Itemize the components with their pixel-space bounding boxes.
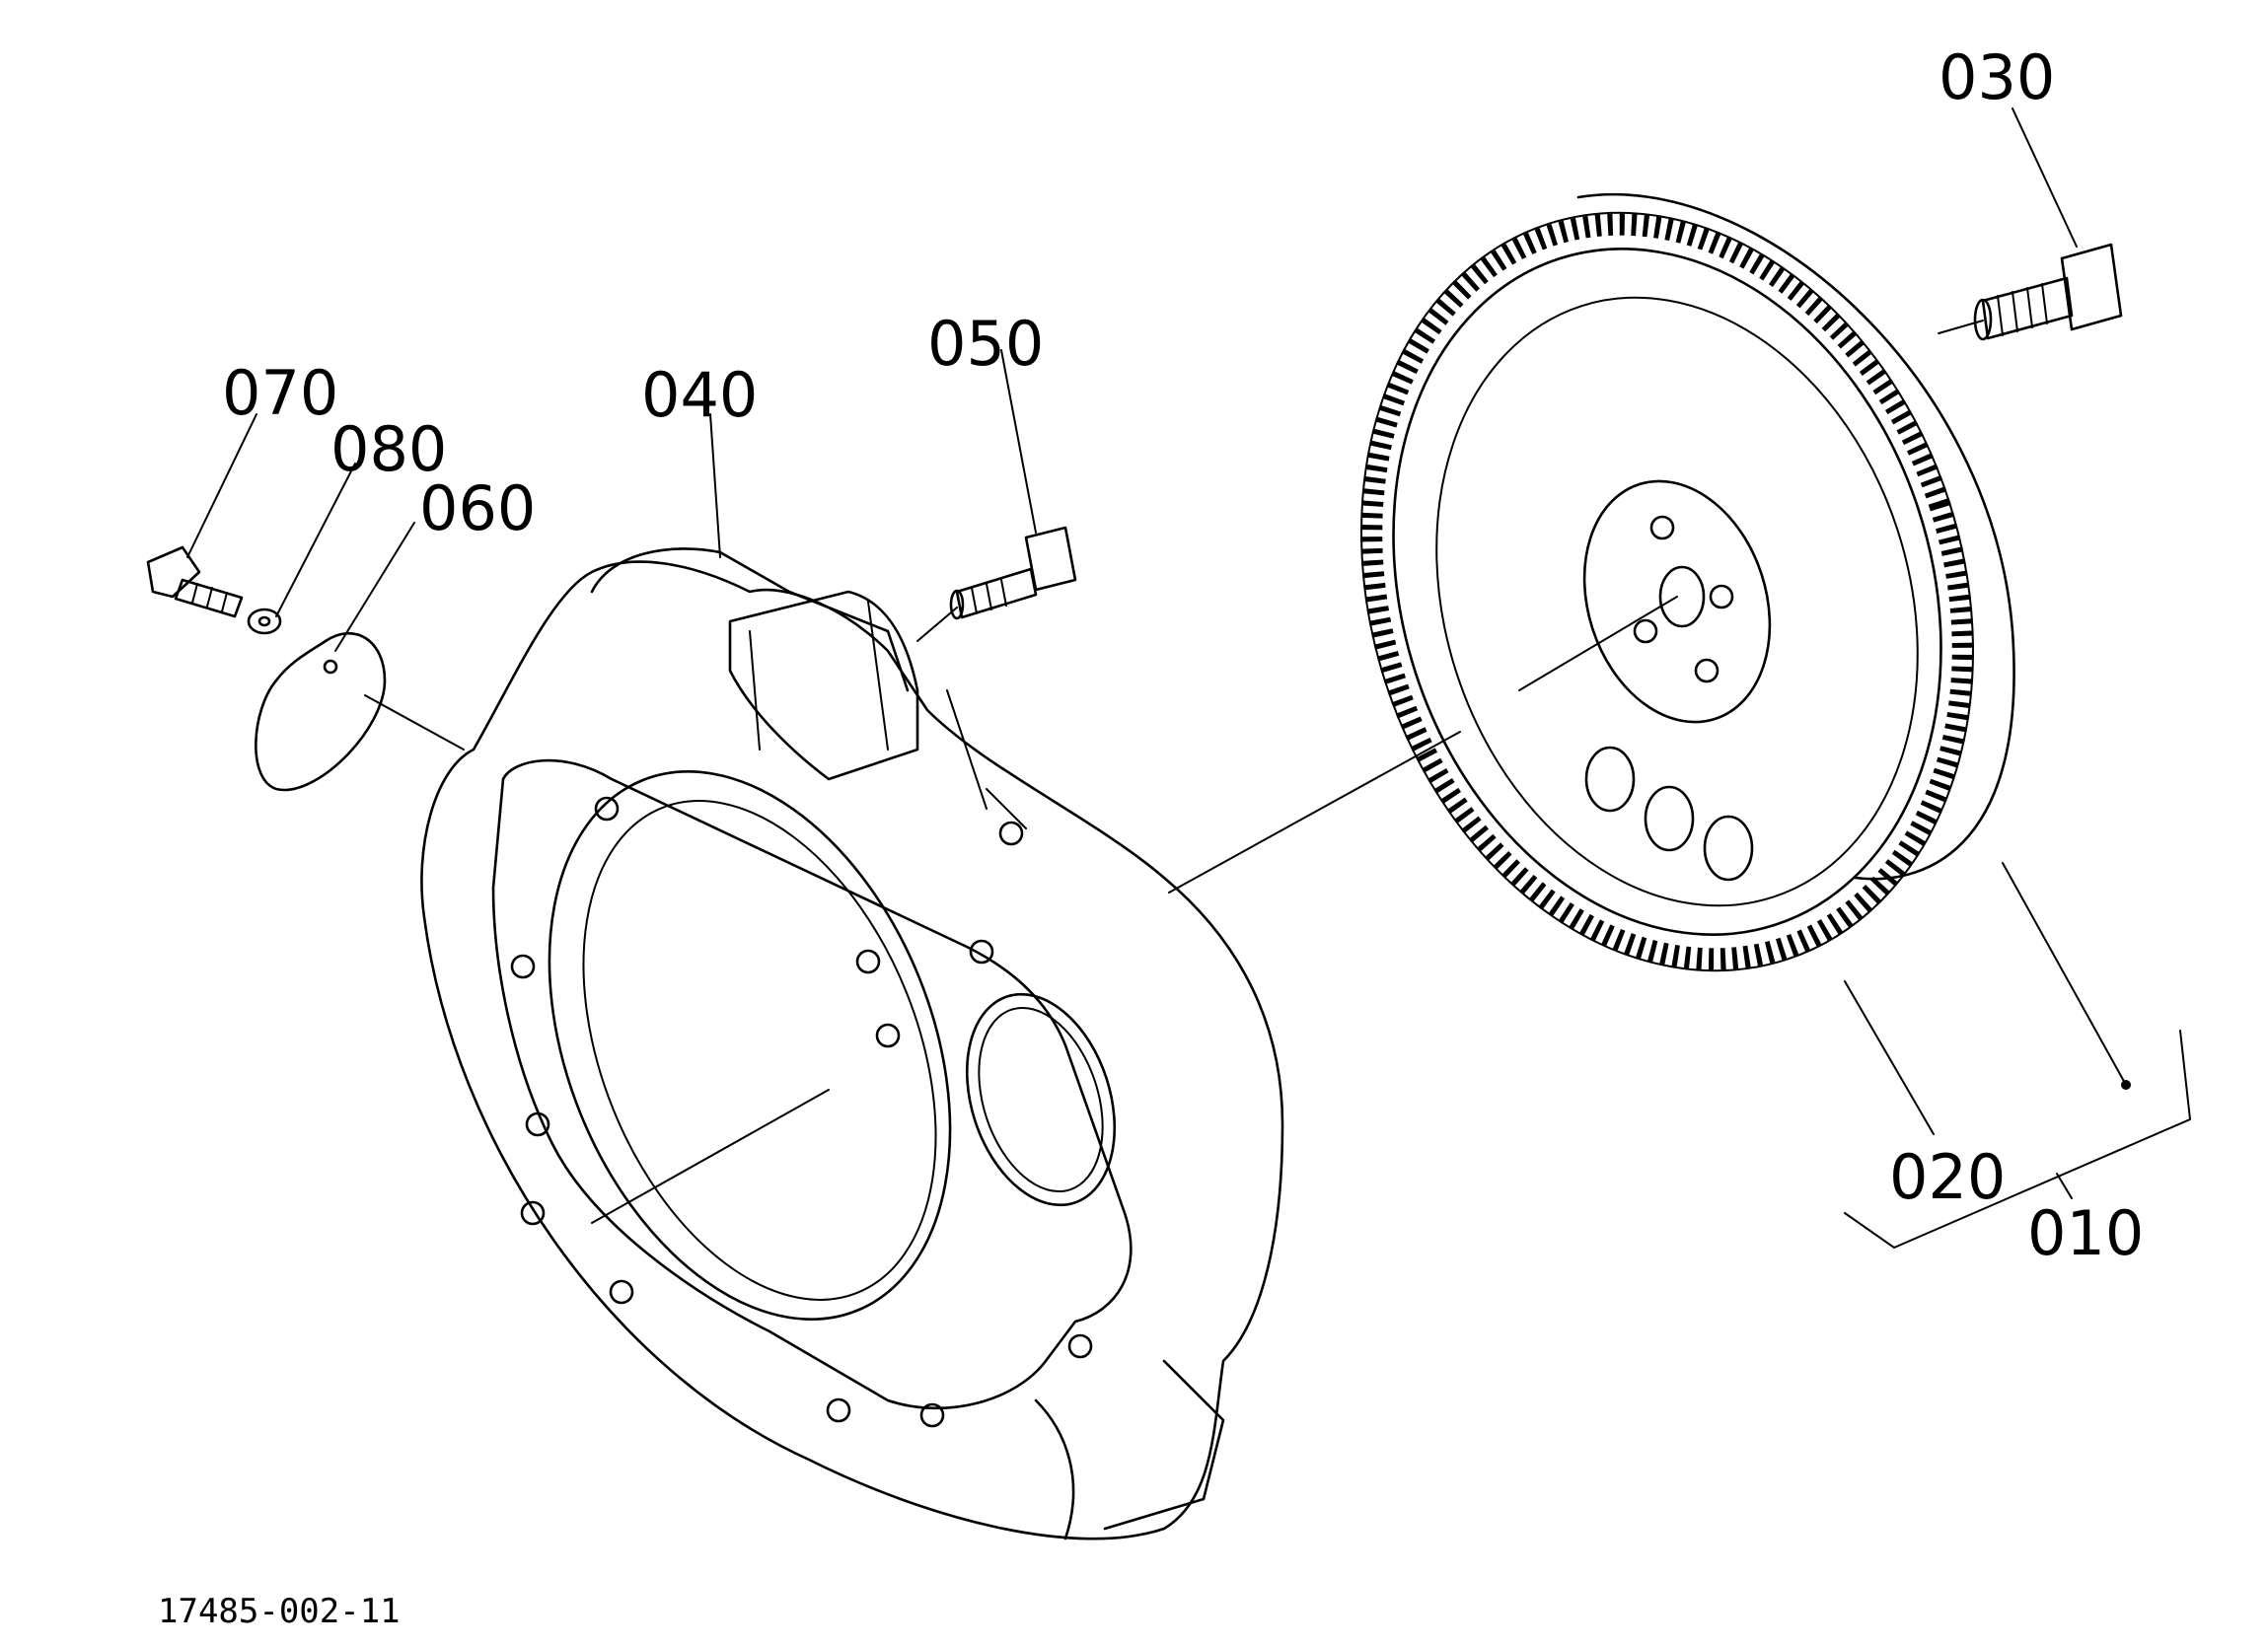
callout-010: 010 <box>2027 1197 2144 1269</box>
flywheel-bolt <box>1973 243 2123 341</box>
drawing-number: 17485-002-11 <box>158 1592 401 1631</box>
callout-040: 040 <box>641 359 758 431</box>
callout-050: 050 <box>927 308 1044 380</box>
callout-020: 020 <box>1889 1141 2006 1213</box>
washer <box>247 608 282 635</box>
flywheel-housing <box>420 547 1284 1540</box>
alignment-lines <box>364 320 1984 894</box>
callout-080: 080 <box>330 413 447 485</box>
cover-bolt <box>146 545 244 618</box>
callout-060: 060 <box>419 472 536 544</box>
cover-plate <box>255 631 387 792</box>
callout-070: 070 <box>222 357 338 429</box>
housing-bolt <box>949 526 1077 620</box>
flywheel <box>1360 192 2015 972</box>
callout-030: 030 <box>1939 41 2055 113</box>
leader-lines <box>186 107 2192 1250</box>
